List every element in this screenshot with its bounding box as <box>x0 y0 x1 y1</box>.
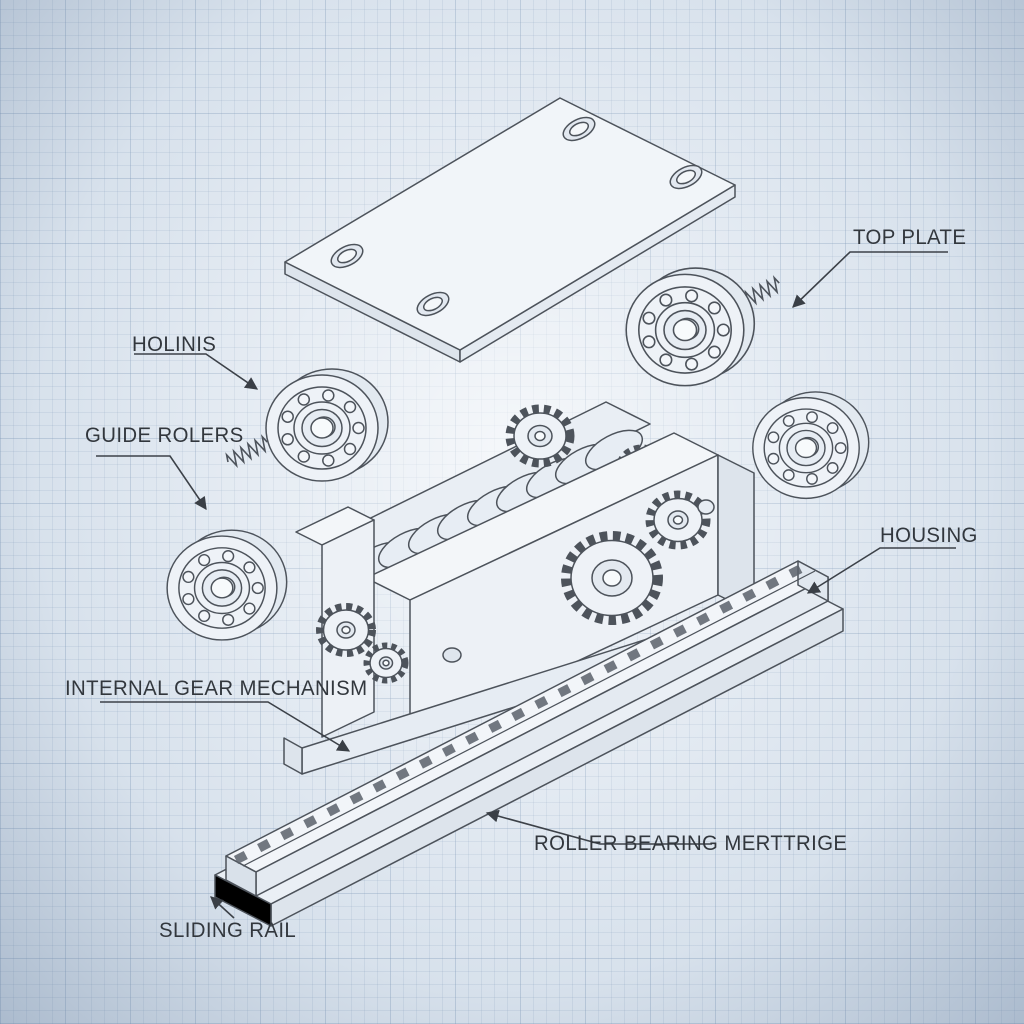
top-plate <box>284 97 736 363</box>
label-guide-rollers: GUIDE ROLERS <box>85 424 244 447</box>
roller-bearing-lower-left <box>166 529 288 641</box>
plate-hole <box>562 116 596 142</box>
gear-top-left <box>505 404 575 468</box>
roller-bearing-upper-left <box>265 368 389 482</box>
gear-large <box>561 531 663 625</box>
roller-bearing-mid-right <box>752 391 870 500</box>
label-sliding-rail: SLIDING RAIL <box>159 919 297 942</box>
label-holinis: HOLINIS <box>132 333 217 356</box>
rack-teeth <box>233 564 805 864</box>
internal-roller-row <box>348 429 644 583</box>
rail-end-face <box>225 855 257 897</box>
plate-hole <box>330 243 364 269</box>
label-top-plate: TOP PLATE <box>853 226 967 249</box>
leader-top-plate <box>792 251 948 308</box>
roller-bearing-upper-right <box>625 267 756 387</box>
housing-base-end <box>283 737 303 775</box>
leader-roller-bearing <box>485 809 712 845</box>
housing-block <box>283 401 755 775</box>
leader-guide-rollers <box>96 455 207 511</box>
label-internal-gear-mechanism: INTERNAL GEAR MECHANISM <box>65 677 368 700</box>
gear-medium <box>645 490 715 550</box>
leader-sliding-rail <box>210 896 235 919</box>
leader-internal-gear <box>100 701 351 752</box>
rail-groove <box>242 570 816 867</box>
gear-small-2 <box>363 642 409 684</box>
plate-hole <box>669 164 703 190</box>
label-housing: HOUSING <box>880 524 978 547</box>
sliding-rail <box>214 560 844 927</box>
label-roller-bearing: ROLLER BEARING MERTTRIGE <box>534 832 848 855</box>
leader-holinis <box>134 353 259 390</box>
gear-small-1 <box>316 603 376 657</box>
leader-housing <box>806 547 956 594</box>
housing-bolt-hole <box>442 647 462 663</box>
plate-hole <box>416 291 450 317</box>
